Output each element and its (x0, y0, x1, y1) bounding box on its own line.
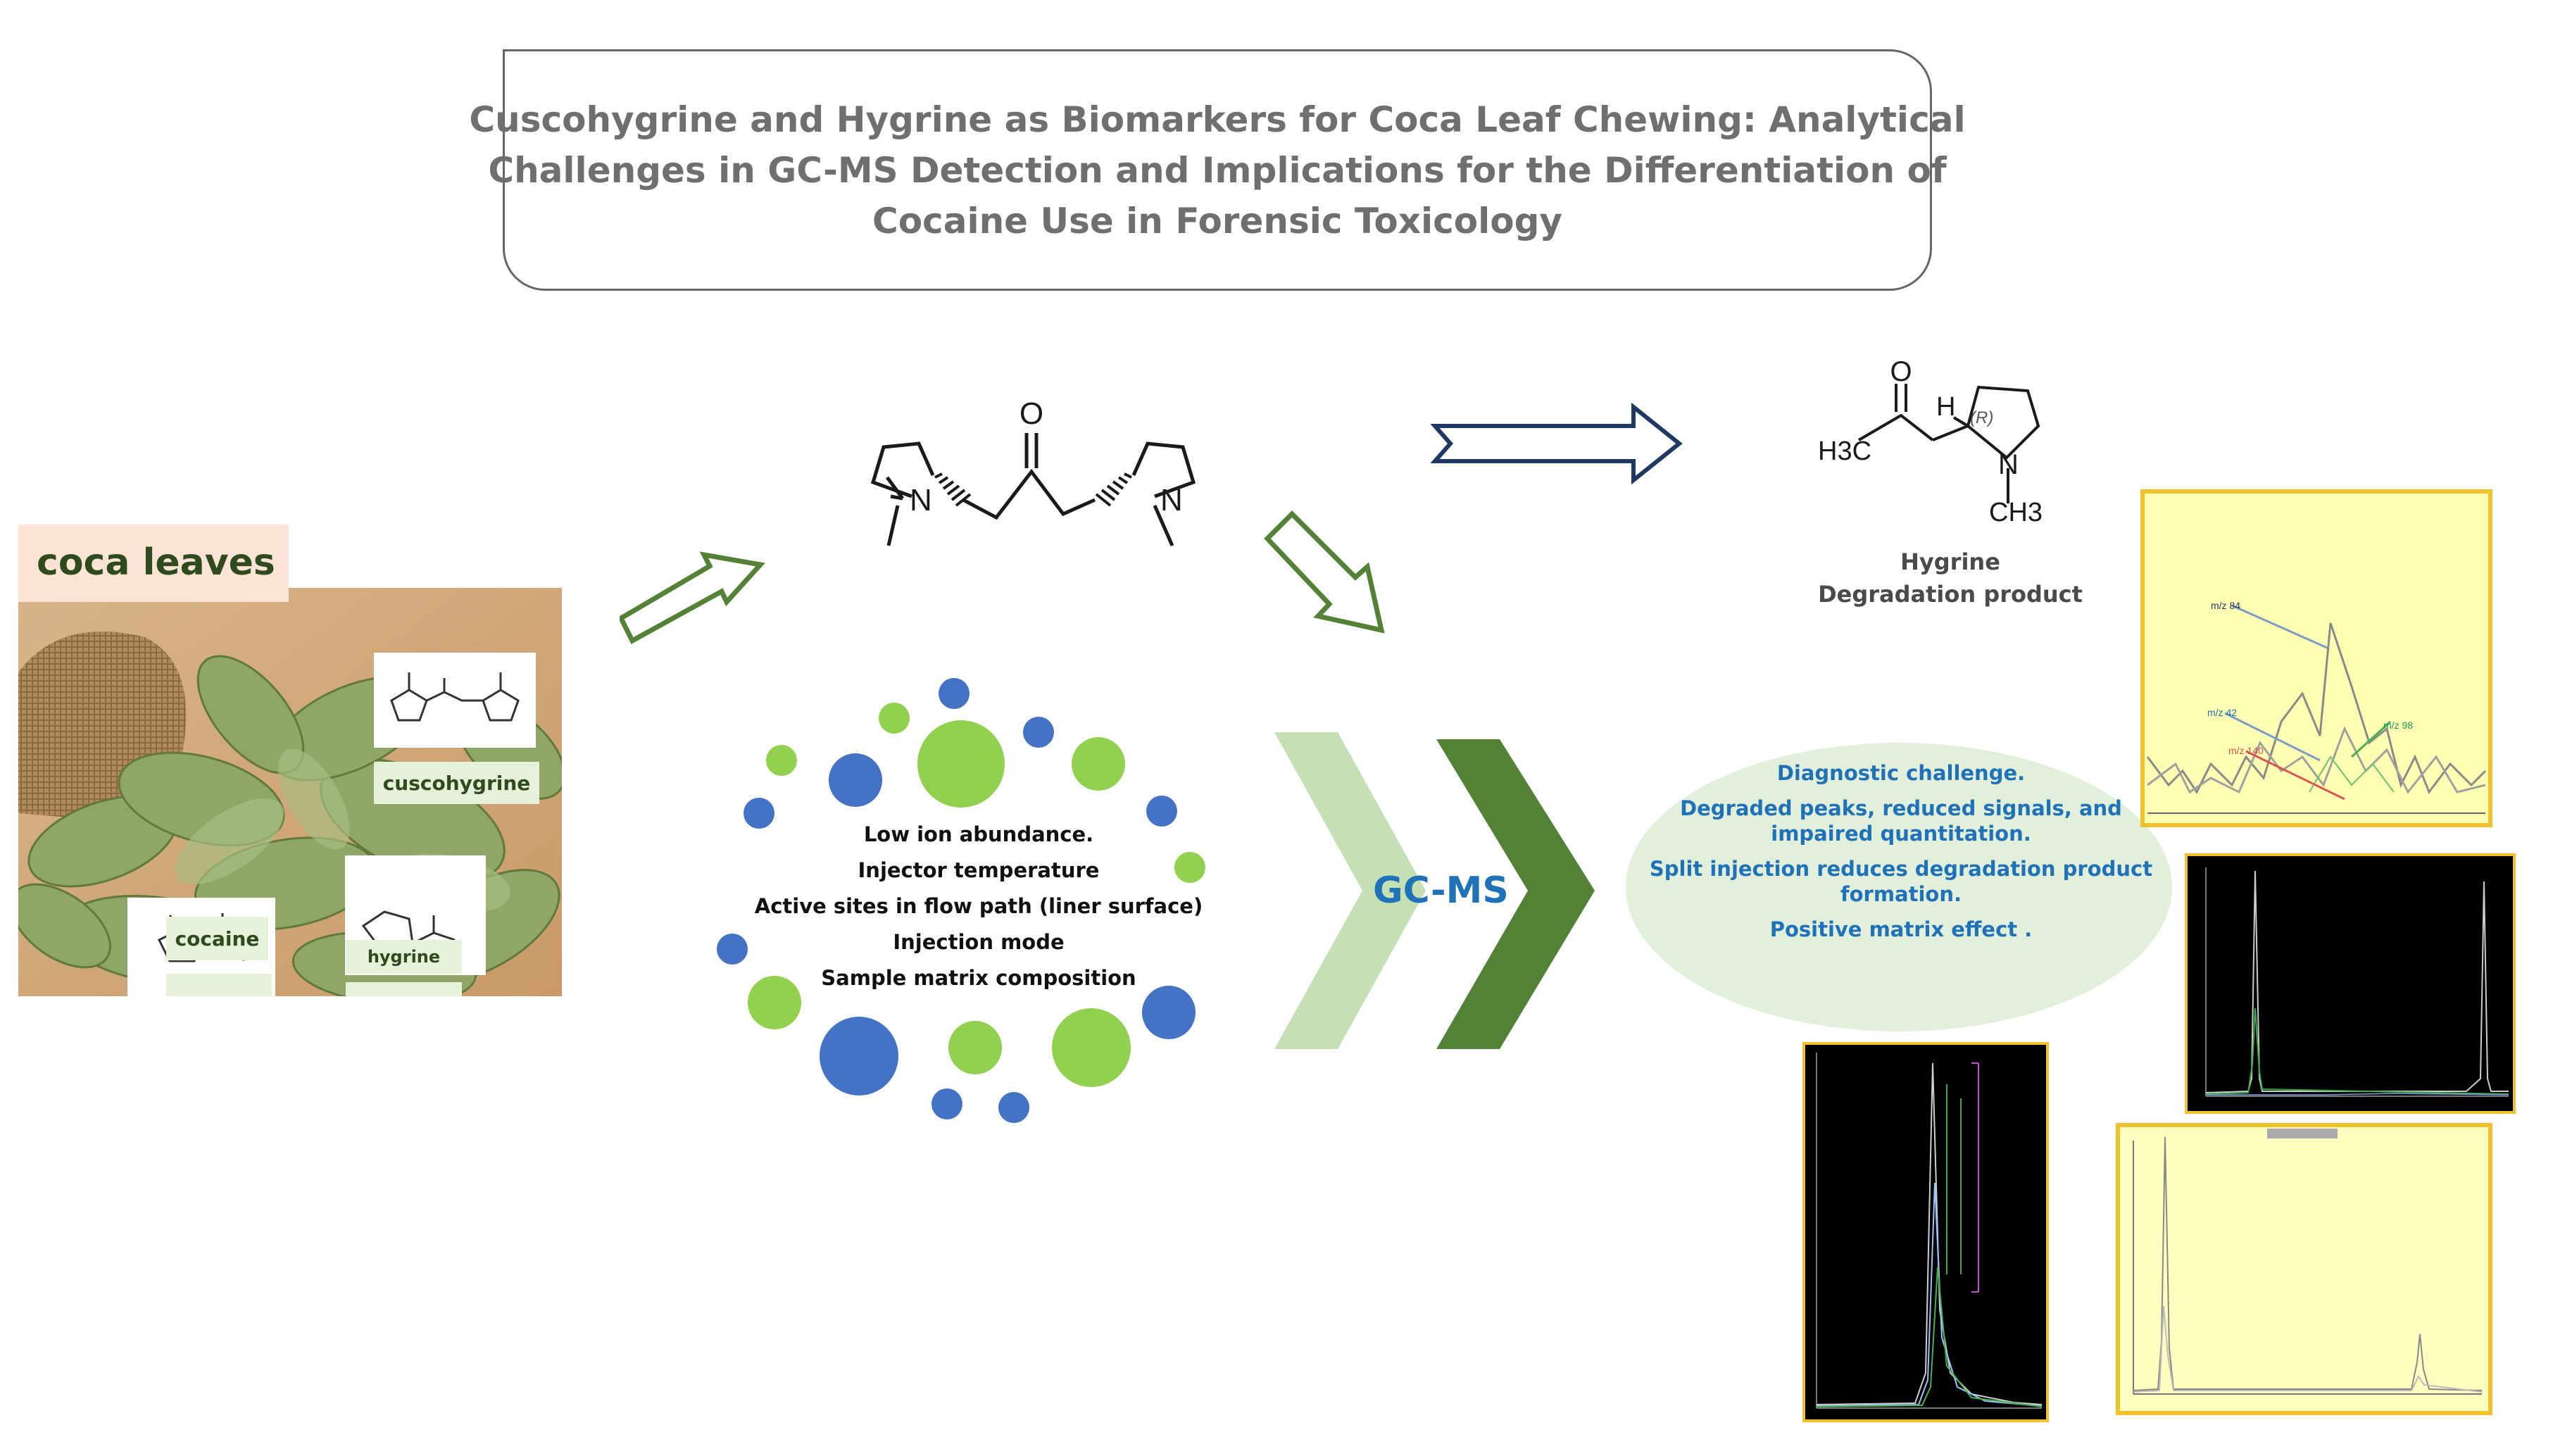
title-line-2: Challenges in GC-MS Detection and Implic… (488, 149, 1947, 191)
title-line-1: Cuscohygrine and Hygrine as Biomarkers f… (469, 99, 1966, 140)
bubble-green (1174, 852, 1205, 883)
cocaine-label: cocaine (166, 917, 268, 960)
diag-challenge: Diagnostic challenge. (1776, 761, 2026, 785)
bubble-blue (1146, 796, 1177, 827)
hygrine-methyl-c: H3C (1818, 437, 1871, 466)
arrow-up-right (620, 551, 765, 644)
coca-leaves-label: coca leaves (18, 525, 289, 602)
hygrine-label: hygrine (346, 940, 462, 974)
hygrine-oxygen: O (1890, 356, 1912, 387)
hygrine-caption: Hygrine Degradation product (1802, 546, 2098, 610)
bubble-blue (744, 798, 774, 829)
diagnostic-ellipse (1626, 743, 2172, 1031)
chromatogram-black-left (1802, 1042, 2049, 1422)
bubble-green (766, 745, 797, 776)
gcms-label: GC-MS (1373, 870, 1509, 912)
factor-injection-mode: Injection mode (893, 930, 1065, 954)
factor-low-ion: Low ion abundance. (863, 822, 1094, 846)
chromatogram-yellow (2116, 1123, 2492, 1415)
arrow-down-right (1264, 510, 1385, 634)
bubble-blue (939, 678, 970, 709)
bubble-blue (998, 1092, 1029, 1123)
chromatogram-black-right (2185, 853, 2516, 1114)
cusco-oxygen: O (1020, 396, 1043, 431)
cuscohygrine-label: cuscohygrine (374, 762, 539, 804)
hygrine-stereo: (R) (1970, 408, 1993, 427)
peak-label-m42: m/z 42 (2207, 707, 2237, 718)
bubble-blue (931, 1088, 962, 1119)
bubble-blue (829, 753, 882, 807)
peak-label-m84: m/z 84 (2211, 600, 2240, 611)
hygrine-structure: O H3C H (R) N CH3 (1818, 356, 2043, 527)
bubble-blue (820, 1017, 898, 1096)
title-line-3: Cocaine Use in Forensic Toxicology (872, 200, 1562, 241)
title-box: Cuscohygrine and Hygrine as Biomarkers f… (469, 49, 1966, 291)
diag-matrix-effect: Positive matrix effect . (1769, 917, 2033, 941)
diag-split-injection: Split injection reduces degradation prod… (1649, 857, 2153, 906)
diag-degraded-peaks: Degraded peaks, reduced signals, and imp… (1680, 796, 2122, 846)
bubbles-ring (717, 678, 1205, 1123)
hygrine-hydrogen: H (1936, 392, 1955, 422)
factor-active-sites: Active sites in flow path (liner surface… (754, 894, 1203, 918)
analytical-factors-list: Low ion abundance. Injector temperature … (732, 817, 1225, 996)
factor-matrix: Sample matrix composition (821, 966, 1136, 990)
bubble-green (948, 1021, 1002, 1074)
bubble-blue (1023, 717, 1054, 748)
hygrine-nitrogen: N (1998, 449, 2019, 480)
cusco-nitrogen-right: N (1160, 483, 1183, 517)
gcms-chevrons (1274, 732, 1595, 1049)
hygrine-name: Hygrine (1900, 548, 2000, 575)
hygrine-methyl-n: CH3 (1989, 498, 2043, 527)
bubble-blue (1142, 986, 1196, 1039)
diagnostic-notes: Diagnostic challenge. Degraded peaks, re… (1633, 760, 2169, 952)
arrow-right-navy (1430, 402, 1683, 485)
bubble-green (879, 703, 910, 734)
peak-label-m140: m/z 140 (2228, 745, 2264, 756)
bubble-green (1052, 1008, 1131, 1087)
bubble-green (917, 720, 1005, 808)
factor-injector-temp: Injector temperature (858, 858, 1100, 882)
cuscohygrine-structure: O N N (870, 396, 1196, 547)
cusco-nitrogen-left: N (910, 483, 932, 517)
mass-spectrum-panel: m/z 84 m/z 42 m/z 98 m/z 140 (2140, 489, 2492, 827)
bubble-green (1072, 737, 1125, 791)
bubble-blue (717, 934, 748, 965)
bubble-green (748, 976, 801, 1029)
degradation-product-label: Degradation product (1818, 581, 2083, 608)
peak-label-m98: m/z 98 (2383, 720, 2413, 731)
